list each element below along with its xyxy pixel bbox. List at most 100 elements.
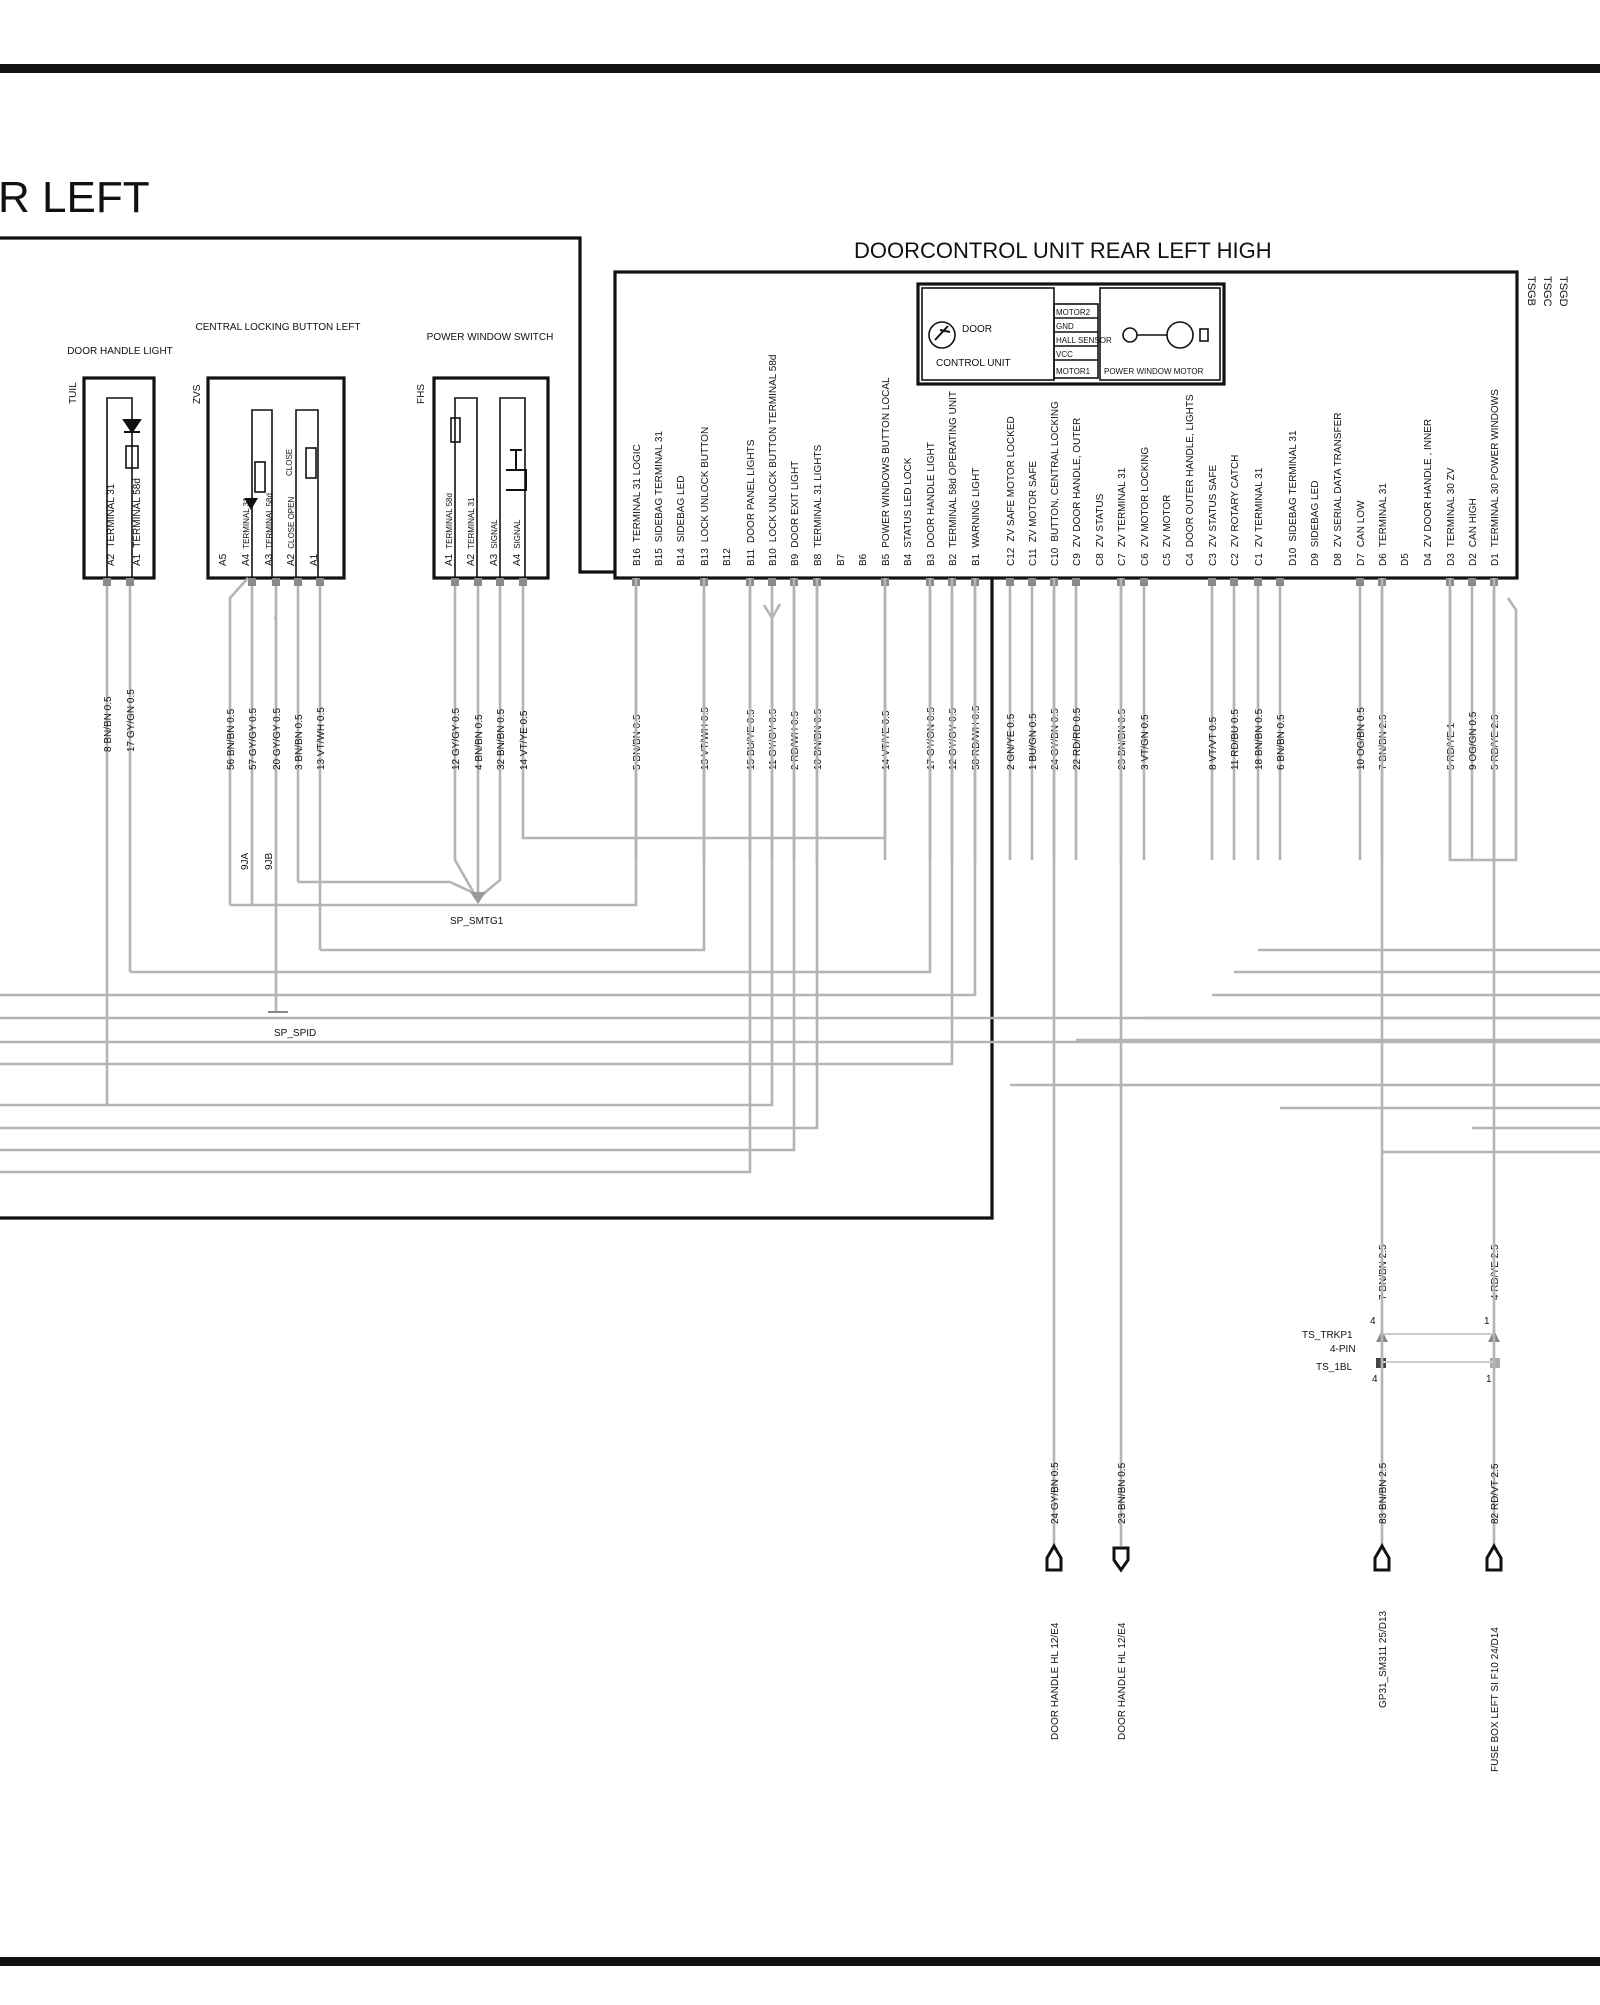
ecu-pin-b1: B1WARNING LIGHT [971,468,982,566]
terminations: 24 GY/BN 0.5 23 BN/BN 0.5 83 BN/BN 2.5 8… [1045,578,1503,1772]
ecu-pin-c8: C8ZV STATUS [1095,493,1106,566]
connector-trkp1: 7 BN/BN 2.5 4 RD/YE 2.5 4 1 TS_TRKP1 4-P… [1302,1244,1501,1385]
run-b8 [0,578,819,1130]
ecu-wire-label: 5 RD/YE 1 [1446,722,1457,770]
run-dhl-b3 [130,578,932,974]
central-locking-button: CENTRAL LOCKING BUTTON LEFT ZVS CLOSE A5… [192,322,361,1012]
clb-conn-1 [248,578,256,586]
connector-pin-left-bottom: 4 [1372,1374,1378,1385]
ecu-pin-c7: C7ZV TERMINAL 31 [1117,467,1128,566]
run-b10-b2-b [770,603,782,619]
central-locking-code: ZVS [192,384,203,404]
ecu-pin-c11: C11ZV MOTOR SAFE [1028,461,1039,566]
pws-pin-a2: A2TERMINAL 31 [466,497,477,566]
ecu-wire-label: 18 BN/BN 0.5 [1254,708,1265,770]
central-locking-resistor-1 [254,461,266,493]
term-arrow-3-icon [1373,1543,1391,1572]
pws-resistor [450,417,461,443]
ecu-pin-b16: B16TERMINAL 31 LOGIC [632,444,643,566]
pws-conn-4 [519,578,527,586]
connector-pin-left-top: 4 [1370,1316,1376,1327]
motor-terminal-icon [1199,328,1209,342]
pws-wire-label-1: 12 GY/GY 0.5 [451,707,462,770]
inset-motor-label: POWER WINDOW MOTOR [1104,367,1204,376]
ecu-wire-connector [1254,578,1262,586]
ecu-title: DOORCONTROL UNIT REAR LEFT HIGH [854,238,1272,263]
ecu-wire-label: 10 BN/BN 0.5 [813,708,824,770]
ecu-wire-label: 1 BU/GN 0.5 [1028,713,1039,770]
ecu-wire-label: 6 BN/BN 0.5 [1276,714,1287,770]
ecu-pin-b13: B13LOCK UNLOCK BUTTON [700,427,711,566]
dhl-wire-label-2: 17 GY/GN 0.5 [126,689,137,752]
run-b2 [0,578,954,1066]
ecu-pin-c4: C4DOOR OUTER HANDLE, LIGHTS [1185,394,1196,566]
inset-door-label: DOOR [962,324,992,335]
ecu-side-code-1: TSGB [1525,276,1537,306]
term-arrow-1-icon [1045,1543,1063,1572]
term-destination-4: FUSE BOX LEFT SI F10 24/D14 [1490,1627,1501,1772]
clb-wire-56 [228,577,249,905]
ecu-pin-b2: B2TERMINAL 58d OPERATING UNIT [948,391,959,566]
central-locking-title: CENTRAL LOCKING BUTTON LEFT [195,322,360,333]
ecu-wire-label: 22 RD/RD 0.5 [1072,707,1083,770]
ecu-pin-b12: B12 [722,548,733,566]
pws-wire-label-2: 4 BN/BN 0.5 [474,714,485,770]
ecu-box [613,270,1519,580]
central-locking-pin-a5: A5 [218,553,229,566]
central-locking-pin-a4: A4TERMINAL 31 [241,497,252,566]
d-group-loop [1448,578,1518,862]
splice-smtg: SP_SMTG1 [230,578,706,952]
power-window-switch-box [432,376,550,580]
inset-signal-gnd: GND [1056,322,1074,331]
connector-pin-right-top: 1 [1484,1316,1490,1327]
term-destination-2: DOOR HANDLE HL 12/E4 [1117,1622,1128,1740]
run-b10-b2 [0,604,774,1107]
connector-name: TS_TRKP1 [1302,1330,1353,1341]
term-wire-label-2: 23 BN/BN 0.5 [1117,1462,1128,1524]
clb-to-ecu-b13 [320,578,706,952]
connector-pins-label: 4-PIN [1330,1344,1356,1355]
ecu-pin-b5: B5POWER WINDOWS BUTTON LOCAL [881,377,892,566]
term-wire-label-3: 83 BN/BN 2.5 [1378,1462,1389,1524]
ecu-wire-label: 3 VT/GN 0.5 [1140,714,1151,770]
dhl-conn-2 [126,578,134,586]
connector-mate: TS_1BL [1316,1362,1353,1373]
term-destination-1: DOOR HANDLE HL 12/E4 [1050,1622,1061,1740]
ecu-pin-d3: D3TERMINAL 30 ZV [1446,467,1457,566]
top-border-bar [0,64,1600,73]
ecu-pin-b4: B4STATUS LED LOCK [903,457,914,566]
led-icon [122,419,142,434]
ecu-pin-c6: C6ZV MOTOR LOCKING [1140,447,1151,566]
door-handle-light-box [82,376,156,580]
inset-signal-hall-sensor: HALL SENSOR [1056,336,1112,345]
ecu-pin-c1: C1ZV TERMINAL 31 [1254,467,1265,566]
pws-conn-3 [496,578,504,586]
ecu-wire-label: 2 GN/YE 0.5 [1006,713,1017,770]
ecu-pin-c9: C9ZV DOOR HANDLE, OUTER [1072,418,1083,566]
lower-harness-outline [0,578,994,1220]
term-wire-label-1: 24 GY/BN 0.5 [1050,1462,1061,1524]
pws-pin-a1: A1TERMINAL 58d [444,493,455,566]
smtg-arrow-icon [470,892,486,904]
door-handle-light-inner [106,397,133,578]
pws-wire-12 [453,578,477,896]
pws-pin-a3: A3SIGNAL [489,519,500,566]
ecu-wire-connector [1230,578,1238,586]
ecu-pin-b14: B14SIDEBAG LED [676,476,687,567]
ecu-pin-d2: D2CAN HIGH [1468,498,1479,566]
ecu-pin-c3: C3ZV STATUS SAFE [1208,464,1219,566]
ecu-wire-label: 11 GY/GY 0.5 [768,708,779,770]
ecu-pin-b8: B8TERMINAL 31 LIGHTS [813,444,824,566]
ecu-pin-d6: D6TERMINAL 31 [1378,483,1389,566]
door-handle-light-resistor [125,445,139,469]
page-title: R LEFT [0,173,150,222]
smtg-label: SP_SMTG1 [450,916,504,927]
ecu-wire-label: 8 VT/VT 0.5 [1208,716,1219,770]
pws-wire-32 [481,578,502,896]
ecu-wire-label: 58 RD/WH 0.5 [971,705,982,770]
splice-code-9ja: 9JA [240,852,251,870]
central-locking-pin-a1: A1 [309,553,320,566]
central-locking-led-icon [244,498,258,510]
